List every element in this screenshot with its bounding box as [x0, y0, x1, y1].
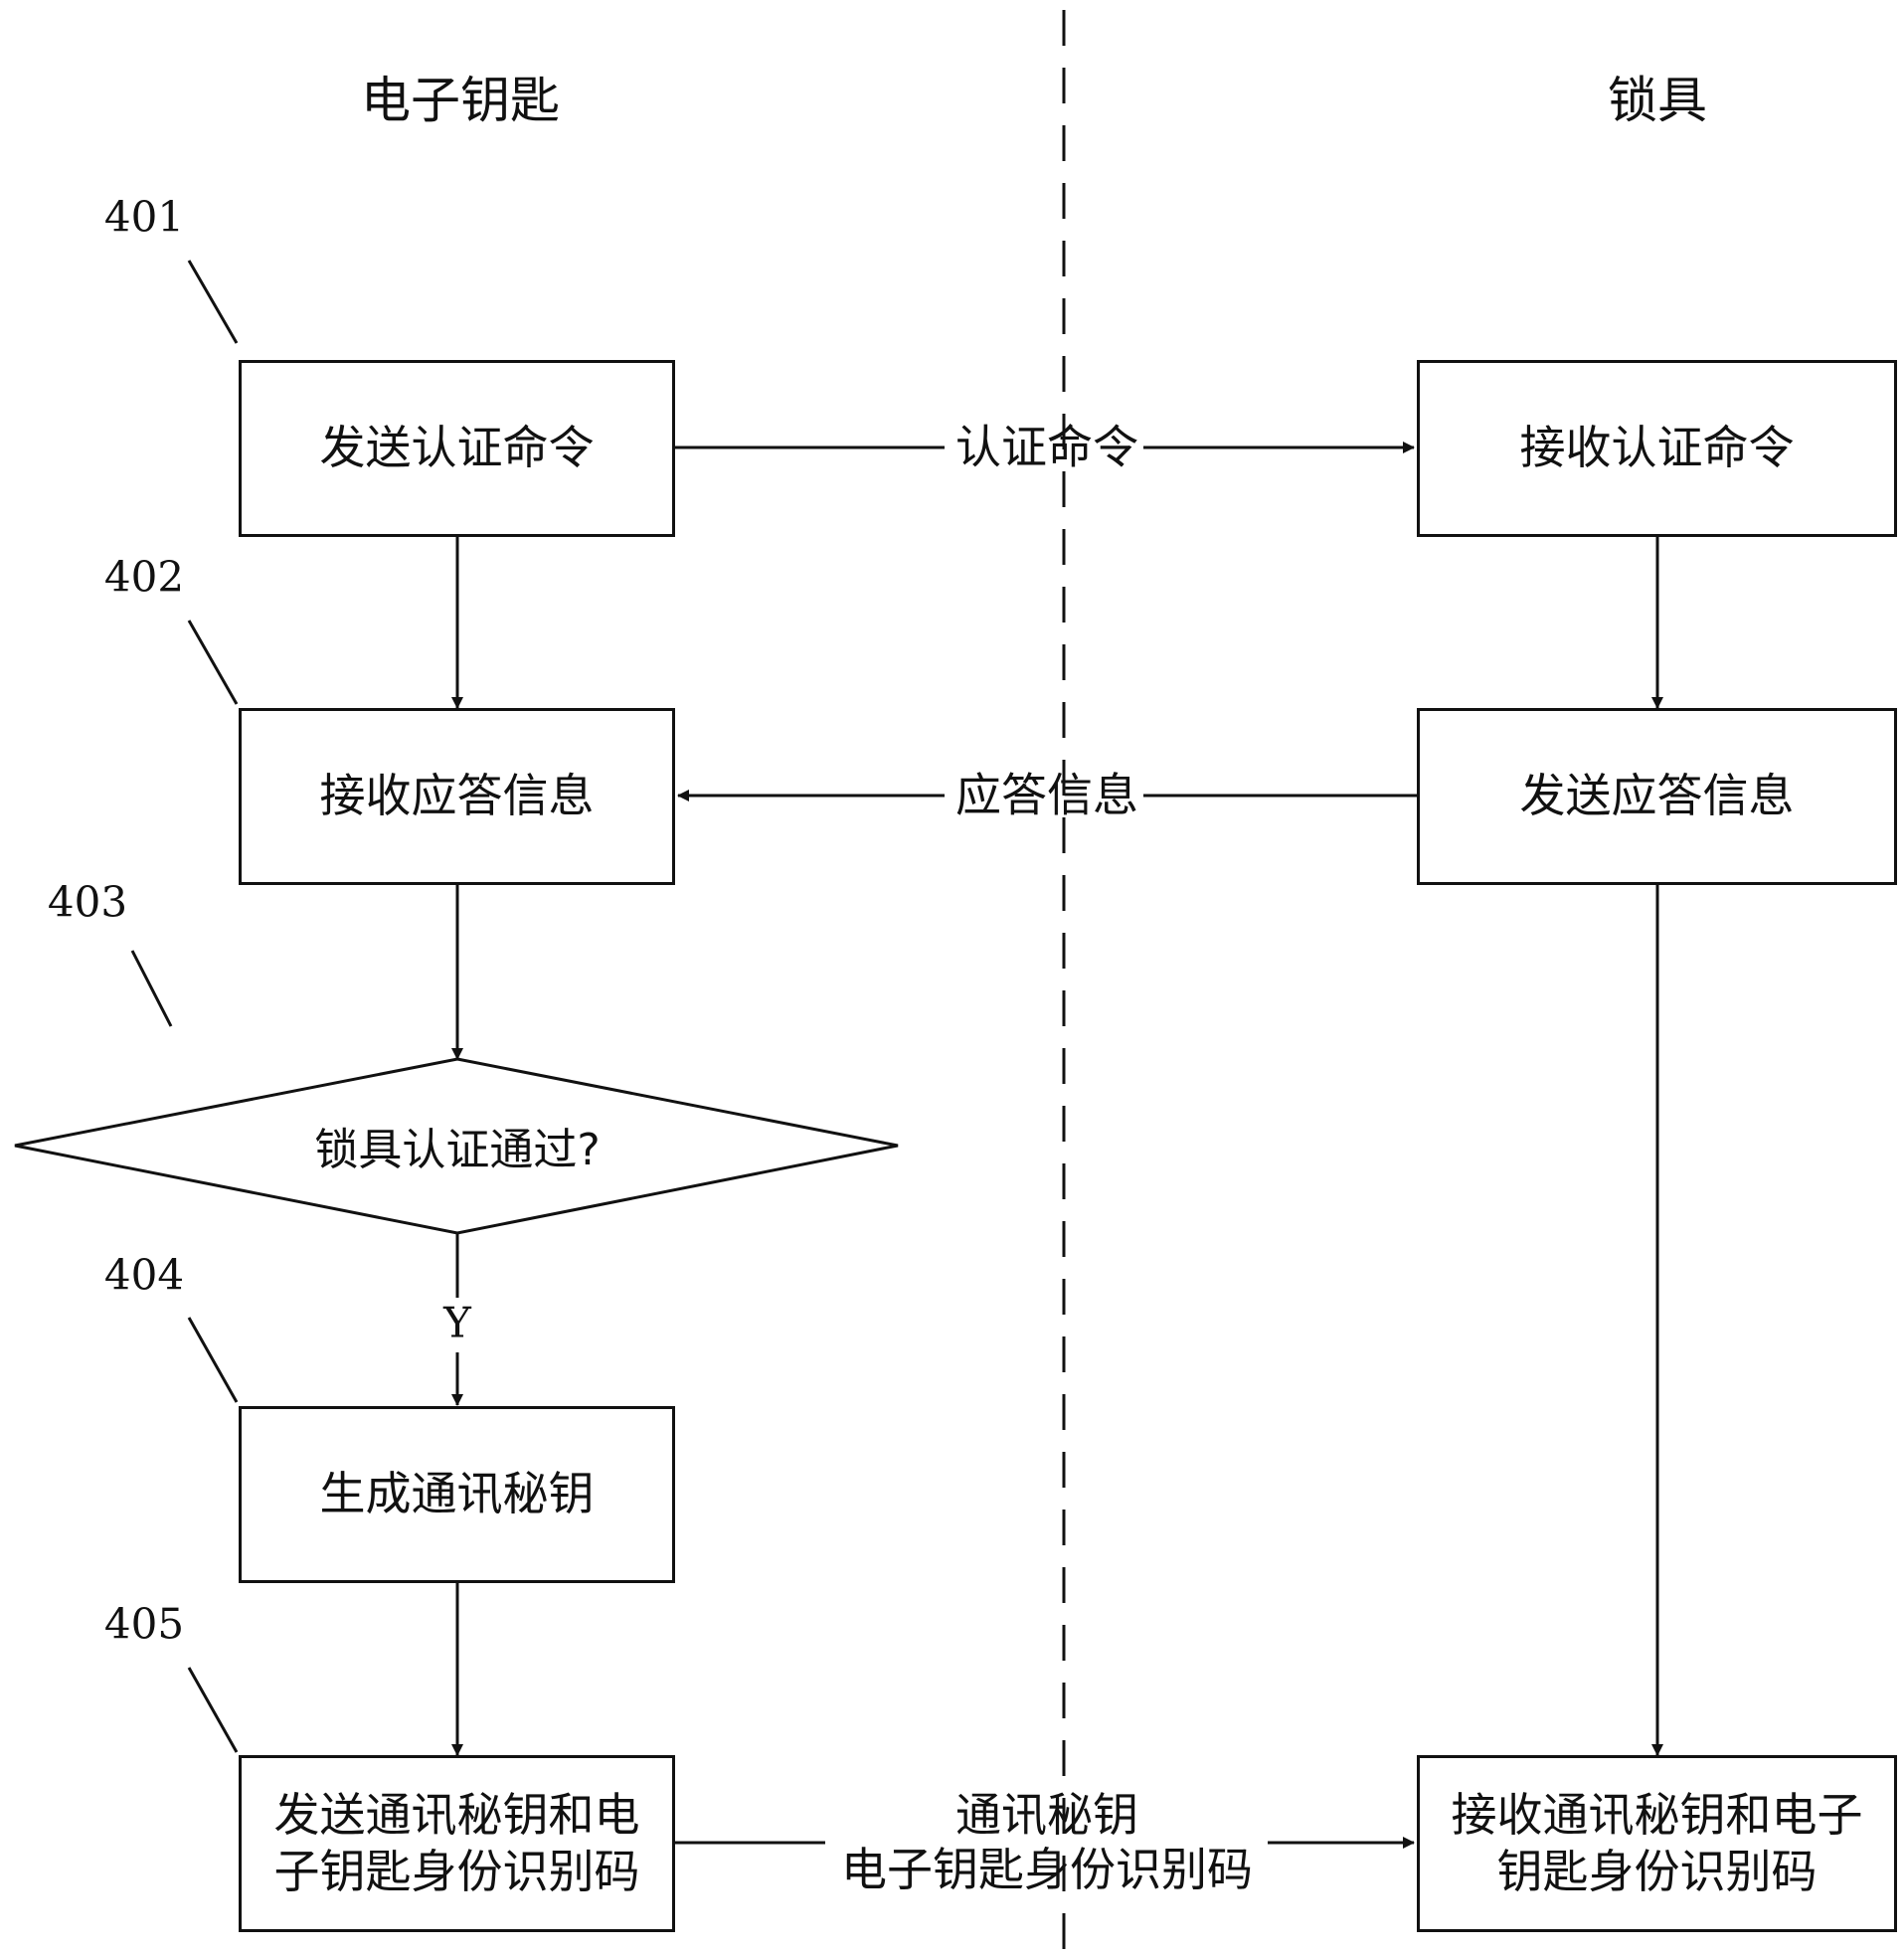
box-send-auth-command: 发送认证命令 [239, 360, 675, 537]
box-receive-key-and-id: 接收通讯秘钥和电子 钥匙身份识别码 [1417, 1755, 1897, 1932]
step-number-402: 402 [103, 552, 185, 602]
step-pointer-401 [187, 260, 239, 344]
lane-title-electronic-key: 电子钥匙 [361, 72, 560, 129]
step-pointer-403 [130, 950, 173, 1027]
decision-diamond [14, 1057, 899, 1235]
step-number-401: 401 [103, 192, 185, 242]
message-answer-info: 应答信息 [955, 768, 1138, 822]
message-auth-command: 认证命令 [955, 420, 1138, 474]
box-send-key-and-id: 发送通讯秘钥和电 子钥匙身份识别码 [239, 1755, 675, 1932]
box-send-answer: 发送应答信息 [1417, 708, 1897, 885]
step-pointer-402 [187, 620, 239, 705]
step-pointer-405 [187, 1667, 239, 1753]
step-number-405: 405 [103, 1599, 185, 1649]
decision-text: 锁具认证通过? [314, 1125, 601, 1175]
box-receive-answer: 接收应答信息 [239, 708, 675, 885]
box-generate-key: 生成通讯秘钥 [239, 1406, 675, 1583]
lane-title-lock: 锁具 [1608, 72, 1707, 129]
step-number-404: 404 [103, 1250, 185, 1300]
box-receive-auth-command: 接收认证命令 [1417, 360, 1897, 537]
step-number-403: 403 [47, 877, 128, 927]
decision-yes-label: Y [443, 1298, 471, 1347]
message-key-and-id: 通讯秘钥 电子钥匙身份识别码 [841, 1787, 1253, 1896]
step-pointer-404 [187, 1317, 239, 1403]
